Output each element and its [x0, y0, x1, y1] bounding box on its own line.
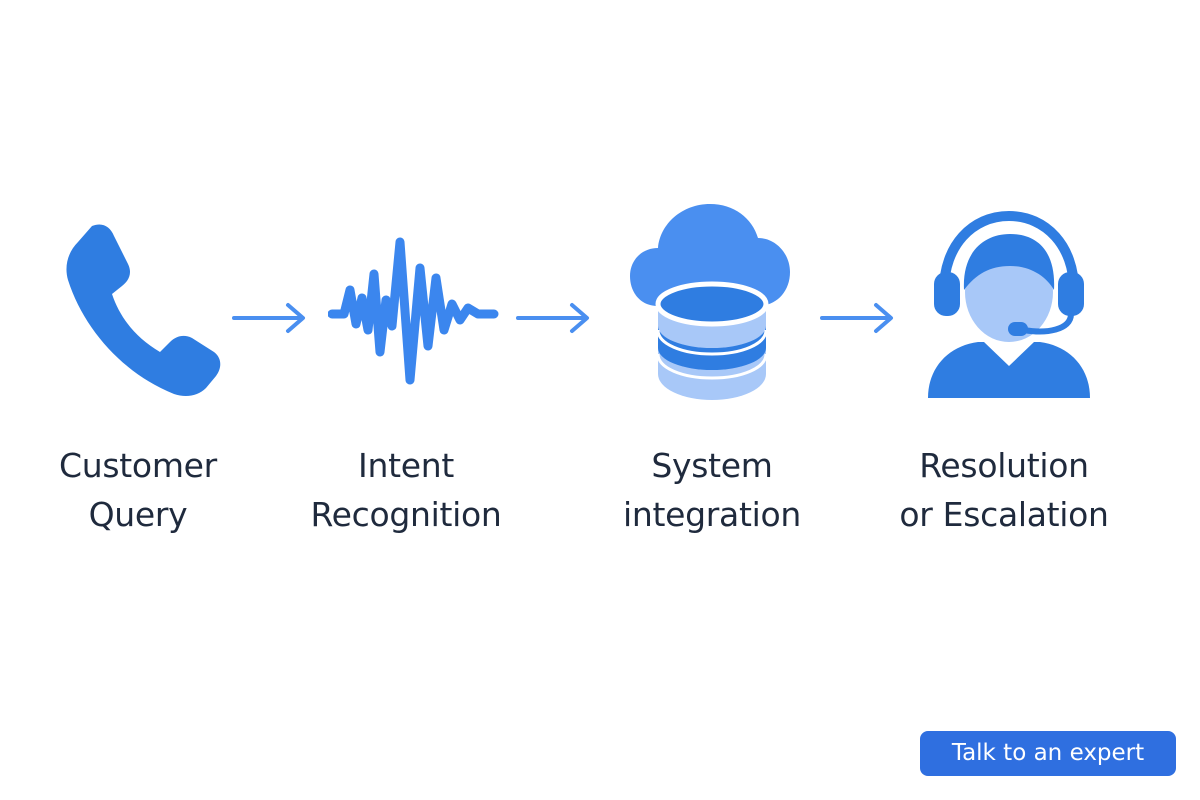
- phone-icon: [62, 222, 222, 398]
- step-label-line: Resolution: [919, 446, 1089, 485]
- step-label-line: Intent: [358, 446, 454, 485]
- cloud-database-icon: [630, 198, 792, 408]
- sound-wave-icon: [328, 234, 500, 386]
- step-label-resolution-escalation: Resolution or Escalation: [874, 441, 1134, 539]
- step-label-intent-recognition: Intent Recognition: [276, 441, 536, 539]
- arrow-right-icon: [516, 302, 592, 338]
- arrow-right-icon: [232, 302, 308, 338]
- talk-to-expert-button[interactable]: Talk to an expert: [920, 731, 1176, 776]
- support-agent-icon: [926, 206, 1092, 402]
- step-label-line: integration: [623, 495, 801, 534]
- step-label-line: Customer: [59, 446, 217, 485]
- step-label-line: or Escalation: [899, 495, 1109, 534]
- step-label-line: System: [651, 446, 773, 485]
- step-label-line: Query: [88, 495, 188, 534]
- step-label-customer-query: Customer Query: [8, 441, 268, 539]
- step-label-line: Recognition: [310, 495, 502, 534]
- arrow-right-icon: [820, 302, 896, 338]
- step-label-system-integration: System integration: [582, 441, 842, 539]
